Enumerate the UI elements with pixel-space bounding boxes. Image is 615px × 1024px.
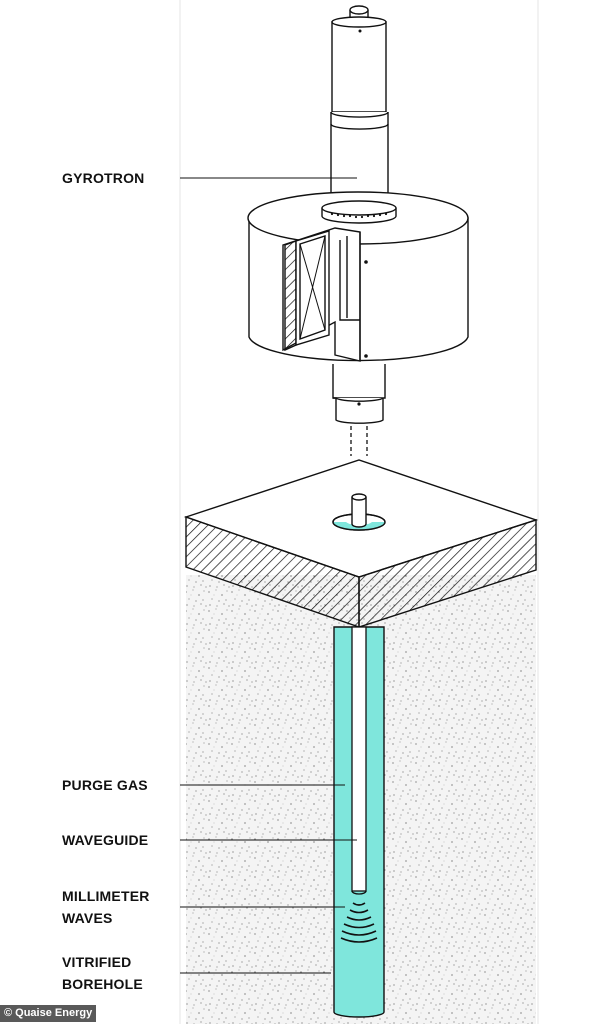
label-purge-gas: PURGE GAS <box>62 777 148 793</box>
label-vitrified-borehole: VITRIFIED BOREHOLE <box>62 951 143 995</box>
label-millimeter-line2: WAVES <box>62 910 113 926</box>
leader-lines <box>180 177 357 974</box>
label-vitrified-line2: BOREHOLE <box>62 976 143 992</box>
waveguide-stub <box>351 493 367 528</box>
gyrotron-upper-tube <box>331 21 387 113</box>
vitrified-borehole <box>333 626 385 1018</box>
label-millimeter-line1: MILLIMETER <box>62 888 150 904</box>
label-gyrotron: GYROTRON <box>62 170 145 186</box>
waveguide <box>351 626 367 892</box>
gyrotron <box>247 5 469 424</box>
gyrotron-output-tube <box>332 364 386 399</box>
millimeter-waves <box>340 902 378 943</box>
label-waveguide: WAVEGUIDE <box>62 832 149 848</box>
image-credit: © Quaise Energy <box>0 1005 97 1022</box>
coil-cross-section <box>284 240 297 352</box>
slab-front-right <box>358 519 537 628</box>
label-vitrified-line1: VITRIFIED <box>62 954 132 970</box>
label-millimeter-waves: MILLIMETER WAVES <box>62 885 150 929</box>
